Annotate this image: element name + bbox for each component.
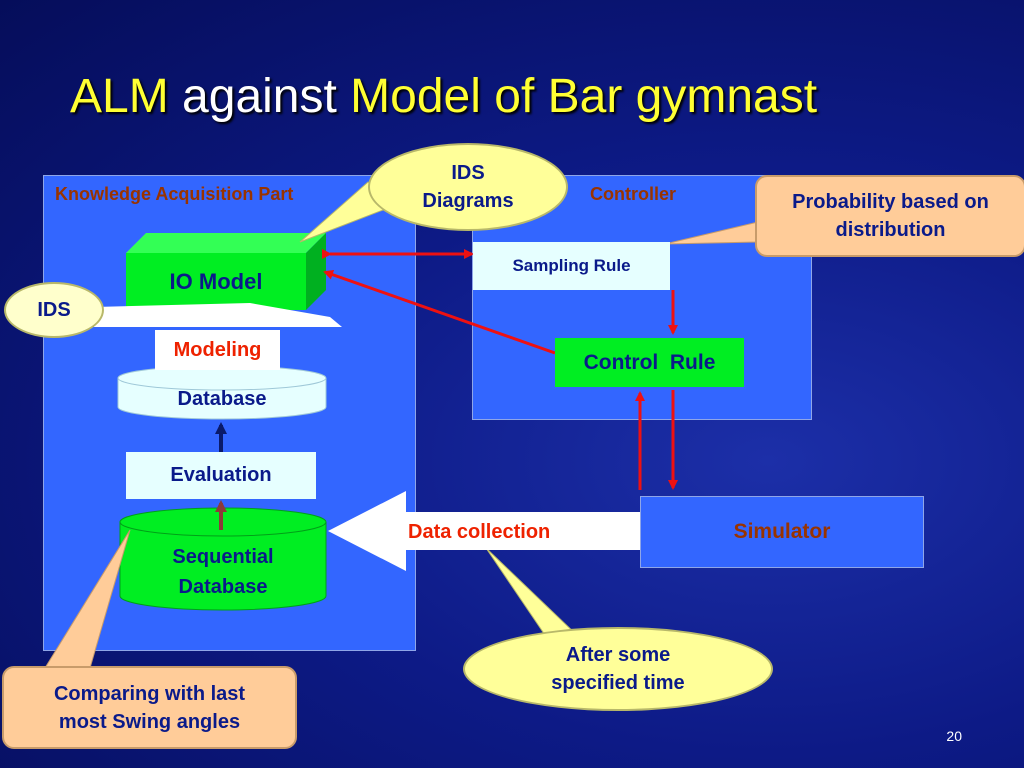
io-model-side-face [306,233,326,310]
probability-line2: distribution [835,219,946,241]
data-collection-label: Data collection [408,520,551,543]
probability-callout: Probability based on distribution [755,175,1024,257]
page-number: 20 [946,728,962,744]
probability-line1: Probability based on [792,191,989,213]
comparing-pointer [44,529,131,669]
sampling-rule-node: Sampling Rule [473,242,670,290]
ids-diagrams-line1: IDS [451,162,485,184]
title-against: against [182,70,337,123]
control-to-io-arrow [323,269,556,355]
ids-callout: IDS [4,282,104,338]
controller-label: Controller [590,184,677,204]
io-model-node: IO Model [169,268,263,294]
comparing-line2: most Swing angles [58,710,241,733]
comparing-line1: Comparing with last [53,682,246,705]
after-time-line2: specified time [551,672,685,694]
io-model-front-face [126,253,306,310]
control-rule-node: Control Rule [555,338,744,387]
ids-diagrams-callout: IDS Diagrams [368,143,568,231]
sequential-database-body [119,522,327,611]
comparing-callout: Comparing with last most Swing angles [2,666,297,749]
title-alm: ALM [70,70,169,123]
evaluation-node: Evaluation [126,452,316,499]
after-time-callout: After some specified time [463,627,773,711]
slide-title: ALM against Model of Bar gymnast [70,68,817,126]
data-collection-arrow [328,491,640,571]
title-model: Model of Bar gymnast [350,70,818,123]
io-model-top-face [126,233,326,253]
sequential-database-node: Sequential Database [120,540,326,604]
simulator-node: Simulator [640,496,924,568]
knowledge-acquisition-label: Knowledge Acquisition Part [55,184,294,204]
ids-callout-pointer [94,303,342,327]
sequential-database-line2: Database [178,576,268,598]
after-time-line1: After some [565,644,671,666]
probability-pointer [664,221,759,245]
sequential-database-line1: Sequential [172,546,274,568]
ids-diagrams-line2: Diagrams [422,190,514,212]
after-time-pointer [485,547,584,641]
database-node: Database [177,387,267,410]
modeling-node: Modeling [155,330,280,370]
